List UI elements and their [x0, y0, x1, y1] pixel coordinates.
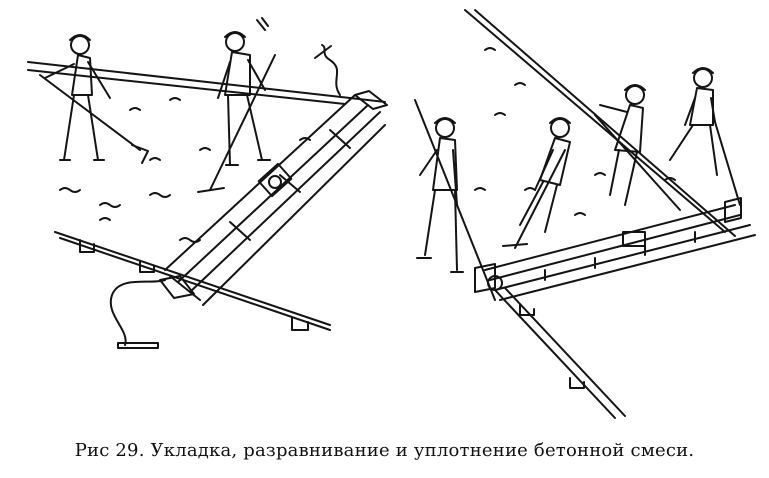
vibrating-beam: [159, 90, 388, 306]
worker-figure-5: [594, 84, 681, 211]
worker-figure-4: [502, 117, 571, 249]
left-illustration-placement: [0, 0, 400, 420]
right-back-rail: [464, 9, 726, 233]
worker-figure-2: [197, 17, 276, 193]
figure-caption: Рис 29. Укладка, разравнивание и уплотне…: [74, 440, 695, 461]
front-form-rail: [54, 231, 331, 326]
worker-figure-3: [416, 117, 464, 273]
worker-figure-1: [39, 34, 149, 164]
worker-figure-6: [669, 67, 741, 206]
right-illustration-compaction: [395, 0, 769, 420]
compaction-beam: [474, 197, 756, 301]
left-drawing: [27, 17, 388, 349]
right-drawing: [414, 9, 756, 419]
left-cable: [109, 279, 166, 346]
back-form-rail: [27, 61, 351, 99]
